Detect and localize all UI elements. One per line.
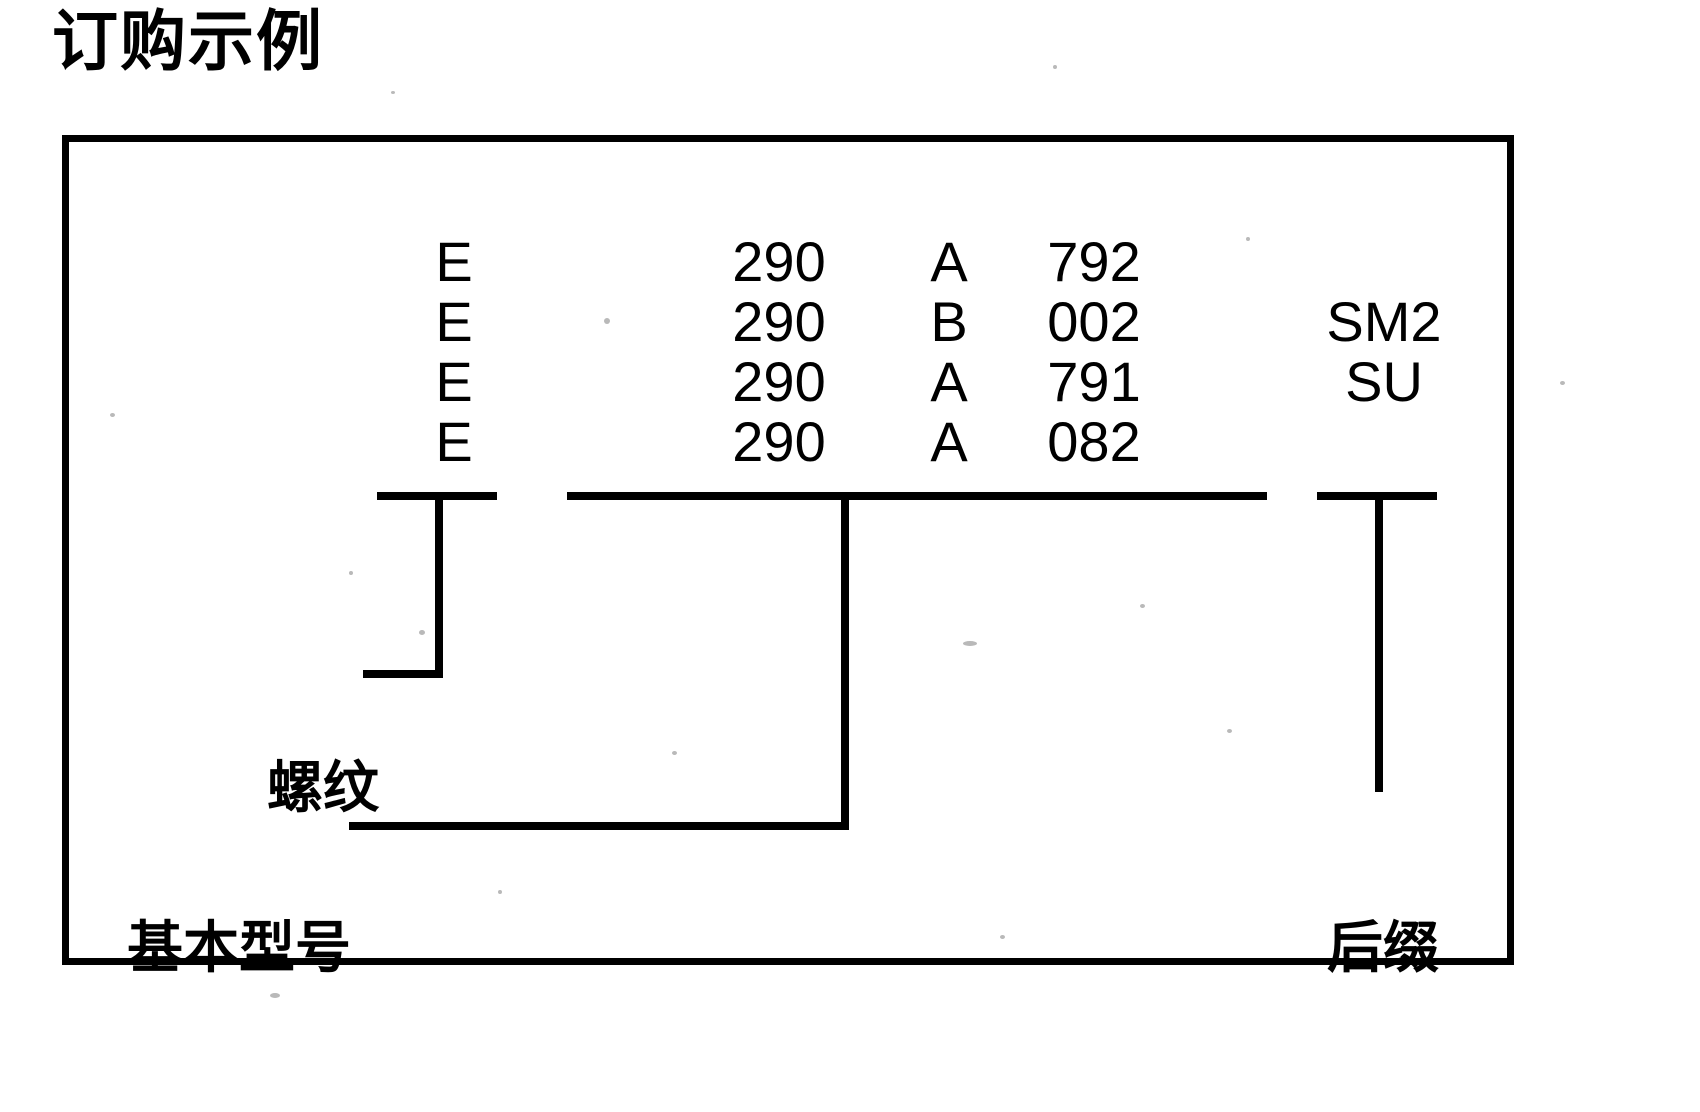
base-model-bracket-stem bbox=[841, 492, 849, 830]
part-number-matrix: E 290 A 792 E 290 B 002 SM2 E 290 A 791 … bbox=[69, 142, 1507, 958]
thread-code: E bbox=[435, 230, 473, 293]
scan-speckle bbox=[391, 91, 395, 94]
scan-speckle bbox=[270, 993, 280, 998]
base-model-bracket-elbow bbox=[349, 822, 849, 830]
variant-code: A bbox=[930, 230, 968, 293]
variant-code: A bbox=[930, 410, 968, 473]
model-number: 791 bbox=[1047, 350, 1141, 413]
variant-code: B bbox=[930, 290, 968, 353]
model-number: 082 bbox=[1047, 410, 1141, 473]
series-code: 290 bbox=[732, 350, 826, 413]
series-code: 290 bbox=[732, 410, 826, 473]
scan-speckle bbox=[1560, 381, 1565, 385]
thread-bracket-stem bbox=[435, 492, 443, 678]
thread-code: E bbox=[435, 410, 473, 473]
table-row: E 290 A 082 bbox=[69, 412, 1507, 472]
callout-label-thread: 螺纹 bbox=[267, 756, 379, 819]
table-row: E 290 A 792 bbox=[69, 232, 1507, 292]
series-code: 290 bbox=[732, 230, 826, 293]
model-number: 792 bbox=[1047, 230, 1141, 293]
suffix-code: SU bbox=[1345, 350, 1423, 413]
base-model-bracket-bar bbox=[567, 492, 1267, 500]
model-number: 002 bbox=[1047, 290, 1141, 353]
table-row: E 290 A 791 SU bbox=[69, 352, 1507, 412]
callout-label-base-model: 基本型号 bbox=[127, 916, 351, 979]
callout-label-suffix: 后缀 bbox=[1327, 916, 1439, 979]
ordering-example-diagram: E 290 A 792 E 290 B 002 SM2 E 290 A 791 … bbox=[62, 135, 1514, 976]
variant-code: A bbox=[930, 350, 968, 413]
thread-bracket-elbow bbox=[363, 670, 443, 678]
table-row: E 290 B 002 SM2 bbox=[69, 292, 1507, 352]
suffix-code: SM2 bbox=[1326, 290, 1442, 353]
series-code: 290 bbox=[732, 290, 826, 353]
page-title: 订购示例 bbox=[52, 4, 324, 78]
suffix-bracket-stem bbox=[1375, 492, 1383, 792]
thread-code: E bbox=[435, 290, 473, 353]
scan-speckle bbox=[1053, 65, 1057, 69]
thread-code: E bbox=[435, 350, 473, 413]
